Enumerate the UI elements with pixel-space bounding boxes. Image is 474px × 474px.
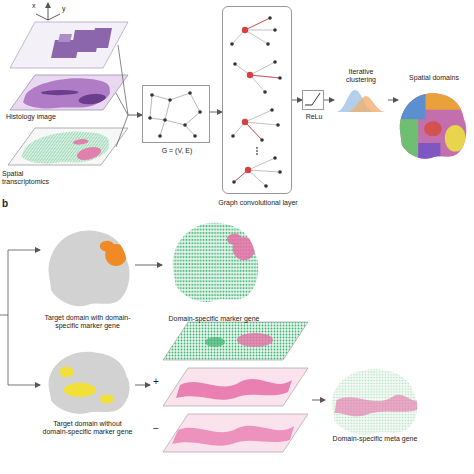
node-label: Domain-specific meta gene xyxy=(325,435,425,443)
node-label: G = (V, E) xyxy=(137,147,217,155)
node-label: Iterative clustering xyxy=(334,68,388,85)
panel-b-bracket xyxy=(0,250,40,385)
graph-box: G = (V, E) xyxy=(142,85,210,143)
cluster-curves xyxy=(336,90,386,112)
target-map: Target domain without domain-specific ma… xyxy=(40,344,135,448)
histology-plane xyxy=(10,75,128,110)
node-label: Target domain with domain-specific marke… xyxy=(40,314,135,331)
graph-figure xyxy=(148,91,202,138)
meta-map: Domain-specific meta gene xyxy=(325,358,425,458)
marker-brain xyxy=(173,223,259,302)
axes xyxy=(36,3,60,20)
node-label: − xyxy=(153,423,163,435)
flow-arrow xyxy=(324,100,334,101)
axis-label: y xyxy=(62,5,66,12)
marker-map: Domain-specific marker gene xyxy=(162,212,266,336)
node-label: Histology image xyxy=(6,113,96,121)
node-label: ReLu xyxy=(299,113,329,121)
target-map: Target domain with domain-specific marke… xyxy=(40,218,135,342)
flow-arrow xyxy=(312,400,325,401)
gene-planes xyxy=(163,322,308,452)
relu-box: ReLu xyxy=(302,90,324,110)
flow-arrow xyxy=(128,115,142,116)
node-label: + xyxy=(153,376,163,388)
node-label: Spatial transcriptomics xyxy=(2,170,46,187)
flow-arrow xyxy=(135,385,150,386)
flow-arrow xyxy=(388,100,398,101)
input-stack: Histology imageSpatial transcriptomics xyxy=(0,4,128,200)
node-label: Graph convolutional layer xyxy=(209,199,307,207)
node-label: Spatial domains xyxy=(398,74,470,82)
meta-brain xyxy=(332,369,418,434)
model-blocks xyxy=(51,28,112,58)
gene-stack: +− xyxy=(150,318,312,458)
flow-arrow xyxy=(135,265,162,266)
domains-map: Spatial domains xyxy=(398,70,470,168)
clustering-step: Iterative clustering xyxy=(334,68,388,114)
flow-arrow xyxy=(210,112,222,113)
bracket-lines xyxy=(116,45,128,147)
domains-brain xyxy=(396,86,470,162)
flow-arrow xyxy=(292,100,302,101)
target-brain xyxy=(49,352,130,414)
relu-curve xyxy=(305,93,320,105)
gcn-panel: Graph convolutional layer xyxy=(222,6,292,194)
axis-label: x xyxy=(32,2,36,9)
panel-letter: b xyxy=(2,199,8,209)
spots-plane xyxy=(8,128,128,165)
target-brain xyxy=(49,230,130,306)
node-label: Domain-specific marker gene xyxy=(162,315,266,323)
gcn-graphs xyxy=(230,16,282,188)
model-plane xyxy=(10,22,128,68)
node-label: Target domain without domain-specific ma… xyxy=(40,420,135,437)
